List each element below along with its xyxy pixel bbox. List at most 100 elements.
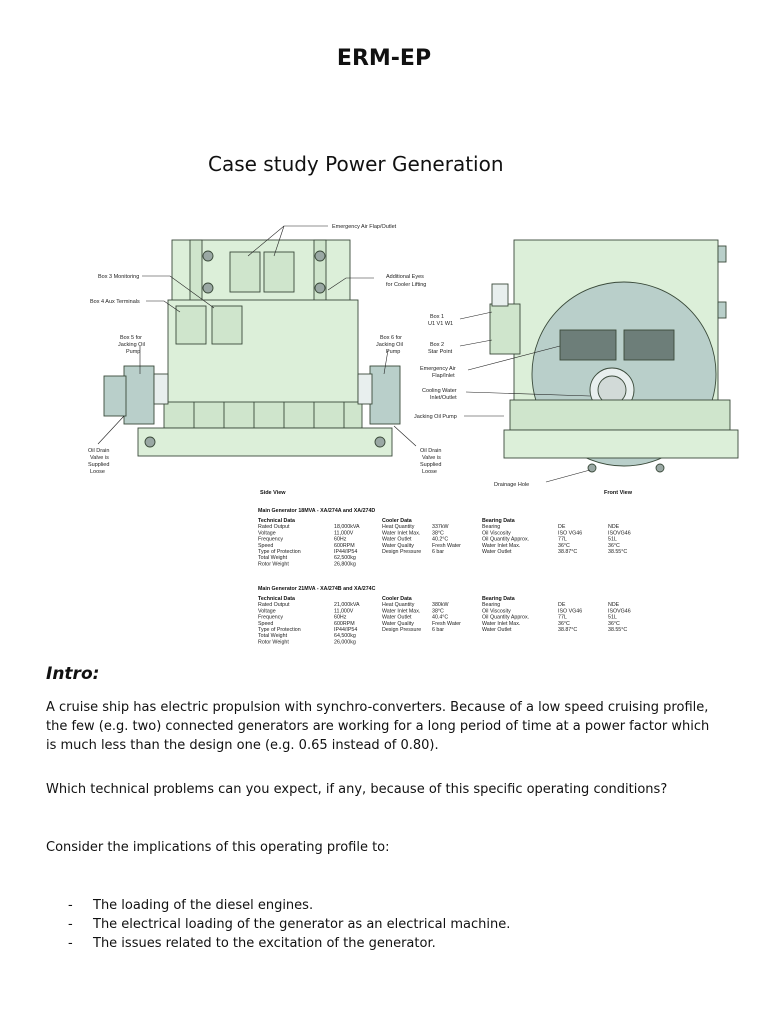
cooler-data-label: Heat Quantity	[382, 602, 415, 608]
label-box5-2: Jacking Oil	[118, 342, 145, 348]
consider-paragraph: Consider the implications of this operat…	[46, 840, 390, 855]
label-oil-drain-left-4: Loose	[90, 469, 105, 475]
side-upper-panel-right	[263, 251, 295, 293]
technical-data-value: 21,000kVA	[334, 602, 360, 608]
box3-panel	[175, 305, 207, 345]
technical-data-label: Speed	[258, 543, 273, 549]
box1-panel	[489, 303, 521, 355]
intro-paragraph: A cruise ship has electric propulsion wi…	[46, 700, 710, 753]
label-box2-1: Box 2	[430, 342, 444, 348]
technical-data-value: 26,800kg	[334, 561, 356, 567]
cooler-data-value: 6 bar	[432, 627, 444, 633]
list-item: - The issues related to the excitation of…	[46, 934, 722, 953]
left-bearing	[123, 365, 155, 425]
technical-data-value: 11,000V	[334, 530, 354, 536]
technical-data-label: Type of Protection	[258, 549, 301, 555]
technical-data-label: Voltage	[258, 530, 276, 536]
bearing-data-nde: ISOVG46	[608, 530, 631, 536]
bullet-dash: -	[68, 898, 73, 913]
bullet-dash: -	[68, 936, 73, 951]
bearing-data-label: Oil Viscosity	[482, 608, 511, 614]
cooler-data-label: Water Quality	[382, 621, 414, 627]
bearing-data-nde: 36°C	[608, 543, 620, 549]
label-oil-drain-right-1: Oil Drain	[420, 448, 441, 454]
list-item: - The electrical loading of the generator…	[46, 915, 722, 934]
list-item-text: The loading of the diesel engines.	[93, 898, 314, 913]
cooler-data-label: Water Quality	[382, 543, 414, 549]
bearing-data-nde: 38.55°C	[608, 627, 627, 633]
label-drainage-hole: Drainage Hole	[494, 482, 529, 488]
technical-data-label: Voltage	[258, 608, 276, 614]
bearing-data-de: 36°C	[558, 543, 570, 549]
technical-data-value: 18,000kVA	[334, 524, 360, 530]
bearing-data-label: Water Inlet Max.	[482, 621, 520, 627]
side-view-drawing	[103, 239, 401, 457]
bearing-data-nde: 38.55°C	[608, 549, 627, 555]
list-item: - The loading of the diesel engines.	[46, 896, 722, 915]
bearing-data-de: ISO VG46	[558, 530, 582, 536]
side-main-body	[167, 299, 359, 405]
label-cooling-water-2: Inlet/Outlet	[430, 395, 457, 401]
technical-data-label: Rated Output	[258, 524, 290, 530]
label-box6-2: Jacking Oil	[376, 342, 403, 348]
cooler-data-value: 6 bar	[432, 549, 444, 555]
cooler-data-label: Design Pressure	[382, 549, 421, 555]
document-subtitle: Case study Power Generation	[208, 152, 504, 176]
technical-data-label: Rotor Weight	[258, 639, 289, 645]
label-oil-drain-left-1: Oil Drain	[88, 448, 109, 454]
box4-panel	[211, 305, 243, 345]
label-front-emergency-air-1: Emergency Air	[420, 366, 456, 372]
label-box4: Box 4 Aux Terminals	[90, 299, 140, 305]
technical-data-value: 64,500kg	[334, 633, 356, 639]
technical-data-value: 26,000kg	[334, 639, 356, 645]
cooler-data-label: Water Outlet	[382, 615, 412, 621]
bearing-data-label: Bearing	[482, 602, 500, 608]
label-box1-1: Box 1	[430, 314, 444, 320]
list-item-text: The electrical loading of the generator …	[93, 917, 511, 932]
label-cooling-water-1: Cooling Water	[422, 388, 457, 394]
side-upper-panel-left	[229, 251, 261, 293]
bearing-data-nde: 51L	[608, 537, 617, 543]
bearing-data-de: 77L	[558, 537, 567, 543]
side-base	[137, 427, 393, 457]
list-item-text: The issues related to the excitation of …	[93, 936, 436, 951]
right-bearing	[369, 365, 401, 425]
bullet-dash: -	[68, 917, 73, 932]
label-additional-eyes-1: Additional Eyes	[386, 274, 424, 280]
technical-data-label: Rated Output	[258, 602, 290, 608]
table-title: Main Generator 21MVA - XA/274B and XA/27…	[258, 586, 376, 592]
bearing-data-nde: NDE	[608, 524, 620, 530]
technical-data-header: Technical Data	[258, 518, 295, 524]
document-title: ERM-EP	[336, 46, 432, 71]
label-box5-1: Box 5 for	[120, 335, 142, 341]
technical-data-label: Speed	[258, 621, 273, 627]
bearing-data-label: Oil Quantity Approx.	[482, 615, 529, 621]
label-jacking-oil-pump: Jacking Oil Pump	[414, 414, 457, 420]
technical-data-value: IP44/IP54	[334, 549, 357, 555]
cooler-data-label: Water Outlet	[382, 537, 412, 543]
technical-data-label: Frequency	[258, 615, 283, 621]
bearing-data-de: 38.87°C	[558, 549, 577, 555]
bearing-data-de: 38.87°C	[558, 627, 577, 633]
bearing-data-label: Oil Quantity Approx.	[482, 537, 529, 543]
front-base	[503, 429, 739, 459]
label-oil-drain-right-3: Supplied	[420, 462, 441, 468]
technical-data-value: 600RPM	[334, 543, 355, 549]
cooler-data-header: Cooler Data	[382, 596, 412, 602]
technical-data-value: 600RPM	[334, 621, 355, 627]
bearing-data-nde: NDE	[608, 602, 620, 608]
label-box1-2: U1 V1 W1	[428, 321, 453, 327]
bearing-data-header: Bearing Data	[482, 518, 515, 524]
generator-figure: Emergency Air Flap/Outlet Box 3 Monitori…	[84, 206, 752, 652]
front-view-caption: Front View	[604, 490, 633, 496]
label-box6-1: Box 6 for	[380, 335, 402, 341]
front-window-left	[559, 329, 617, 361]
label-front-emergency-air-2: Flap/Inlet	[432, 373, 455, 379]
bearing-data-de: DE	[558, 602, 566, 608]
label-additional-eyes-2: for Cooler Lifting	[386, 282, 426, 288]
technical-data-header: Technical Data	[258, 596, 295, 602]
cooler-data-value: 337kW	[432, 524, 449, 530]
cooler-data-label: Water Inlet Max.	[382, 530, 420, 536]
bearing-data-nde: 51L	[608, 615, 617, 621]
technical-data-label: Rotor Weight	[258, 561, 289, 567]
